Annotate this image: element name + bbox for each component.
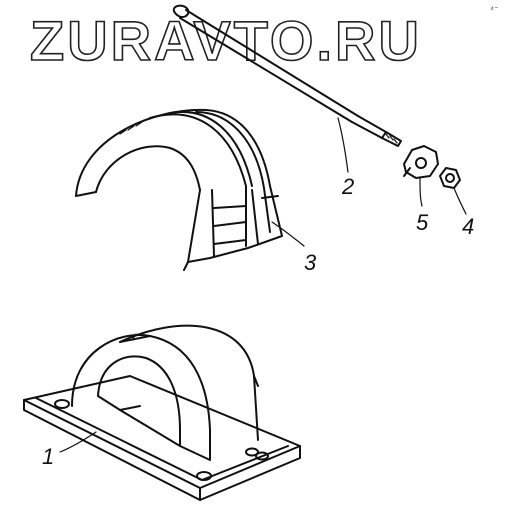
callout-label-2: 2 (341, 174, 354, 199)
saddle-bracket-part-1 (23, 324, 301, 501)
tie-rod-part-2 (172, 4, 402, 173)
nut-part-4 (439, 167, 467, 215)
callout-label-3: 3 (304, 250, 317, 275)
lock-washer-part-5 (403, 145, 439, 207)
callout-label-4: 4 (462, 214, 474, 239)
watermark-text: ZURAVTO.RU (30, 9, 422, 72)
callout-label-5: 5 (416, 210, 429, 235)
half-ring-pad-part-3 (75, 108, 305, 271)
callout-label-1: 1 (42, 444, 54, 469)
corner-mark: ⁴⁻ (490, 4, 499, 14)
